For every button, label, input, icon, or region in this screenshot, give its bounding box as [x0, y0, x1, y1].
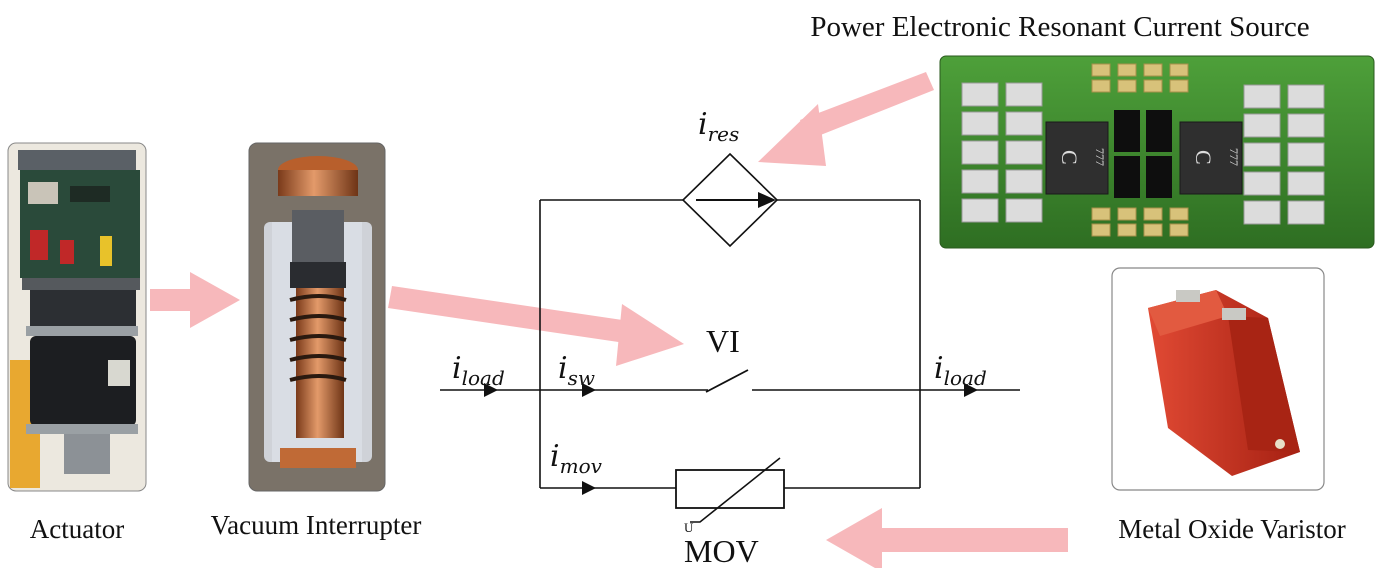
caption-resonant-source: Power Electronic Resonant Current Source — [810, 11, 1309, 43]
ic-left-number: 777 — [1093, 148, 1107, 166]
arrow-iload-in — [484, 383, 498, 397]
current-arrowheads — [484, 383, 978, 495]
metal-oxide-varistor-photo — [1111, 267, 1325, 491]
ic-right-number: 777 — [1227, 148, 1241, 166]
label-i-res: ires — [698, 107, 739, 146]
arrow-iload-out — [964, 383, 978, 397]
actuator-photo — [7, 142, 147, 492]
caption-metal-oxide-varistor: Metal Oxide Varistor — [1118, 514, 1345, 544]
resonant-source-pcb-photo: C 777 C 777 — [939, 55, 1375, 249]
mov-u-marking: U — [684, 520, 694, 535]
arrow-imov — [582, 481, 596, 495]
callout-arrows — [150, 72, 1068, 568]
vi-switch-blade — [705, 369, 749, 393]
current-source-arrowhead — [758, 192, 776, 208]
caption-vacuum-interrupter: Vacuum Interrupter — [211, 510, 422, 540]
caption-actuator: Actuator — [30, 514, 124, 544]
label-mov: MOV — [684, 533, 759, 568]
mov-symbol: U — [675, 457, 785, 535]
arrow-isw — [582, 383, 596, 397]
label-vi: VI — [706, 323, 740, 359]
arrow-varistor-photo-to-mov — [826, 508, 1068, 568]
ic-right-marking: C — [1191, 150, 1216, 165]
arrow-pcb-to-source — [758, 72, 934, 166]
arrow-vi-photo-to-switch — [388, 286, 684, 366]
current-source-symbol — [681, 152, 779, 248]
label-i-load-out: iload — [934, 351, 987, 390]
label-i-mov: imov — [550, 439, 603, 478]
arrow-actuator-to-vi-photo — [150, 272, 240, 328]
vacuum-interrupter-photo — [248, 142, 386, 492]
label-i-load-in: iload — [452, 351, 505, 390]
ic-left-marking: C — [1057, 150, 1082, 165]
label-i-sw: isw — [558, 351, 595, 390]
